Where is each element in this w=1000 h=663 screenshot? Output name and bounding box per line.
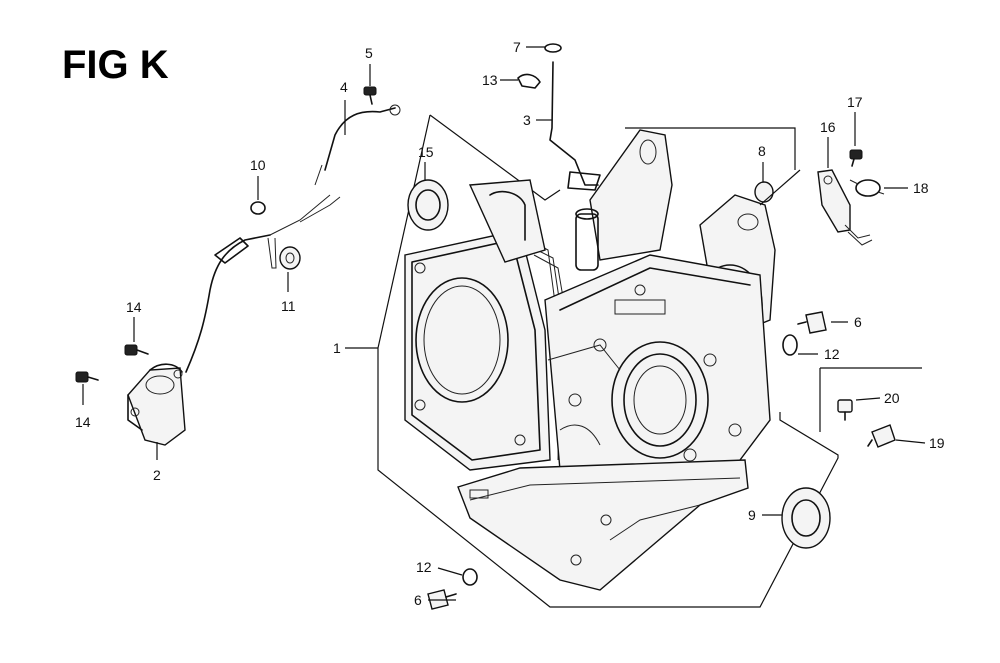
assembly-outline [377,114,839,608]
ignition-lead-clip [267,237,277,269]
oil-seal-15 [407,179,449,231]
oil-sensor-16 [817,169,873,246]
figure-title: FIG K [62,43,169,87]
callout-3: 3 [523,112,531,128]
callout-7: 7 [513,39,521,55]
screw-17 [849,149,863,167]
leader-lines [82,46,926,601]
callout-6-lower: 6 [414,592,422,608]
callout-10: 10 [250,157,266,173]
bolt-20 [837,399,853,421]
stop-wire-terminal [389,104,401,116]
plug-8 [754,181,774,203]
callout-9: 9 [748,507,756,523]
callout-11: 11 [281,298,296,314]
callout-19: 19 [929,435,945,451]
callout-14-lower: 14 [75,414,91,430]
ignition-lead-boot [214,237,249,264]
clamp-18 [849,179,885,197]
oil-dipstick [549,61,599,186]
washer-10 [250,201,266,215]
callout-14-upper: 14 [126,299,142,315]
bolt-14-lower [75,371,99,383]
ignition-lead [185,234,271,373]
oil-seal-9 [781,487,831,549]
assembly-outline-top [429,114,561,201]
oil-dipstick-end [567,171,601,191]
bolt-5 [363,86,377,105]
crankcase [404,129,776,591]
callout-18: 18 [913,180,929,196]
bolt-14-upper [124,344,149,356]
nut-11 [279,246,301,270]
callout-15: 15 [418,144,434,160]
callout-1: 1 [333,340,341,356]
callout-8: 8 [758,143,766,159]
washer-12-right [782,334,798,356]
clip-13 [517,73,541,89]
stop-wire-lower [314,164,323,186]
washer-7 [544,43,562,53]
callout-13: 13 [482,72,498,88]
callout-4: 4 [340,79,348,95]
ignition-coil [127,363,186,446]
callout-12-right: 12 [824,346,840,362]
callout-12-lower: 12 [416,559,432,575]
callout-5: 5 [365,45,373,61]
ignition-lead-wire [269,194,341,236]
stop-wire [324,107,396,171]
bolt-6-right [797,311,827,334]
callout-17: 17 [847,94,863,110]
callout-6-right: 6 [854,314,862,330]
callout-2: 2 [153,467,161,483]
bolt-19 [867,424,896,448]
assembly-outline-right [625,127,796,170]
callout-20: 20 [884,390,900,406]
callout-16: 16 [820,119,836,135]
washer-12-lower [462,568,478,586]
